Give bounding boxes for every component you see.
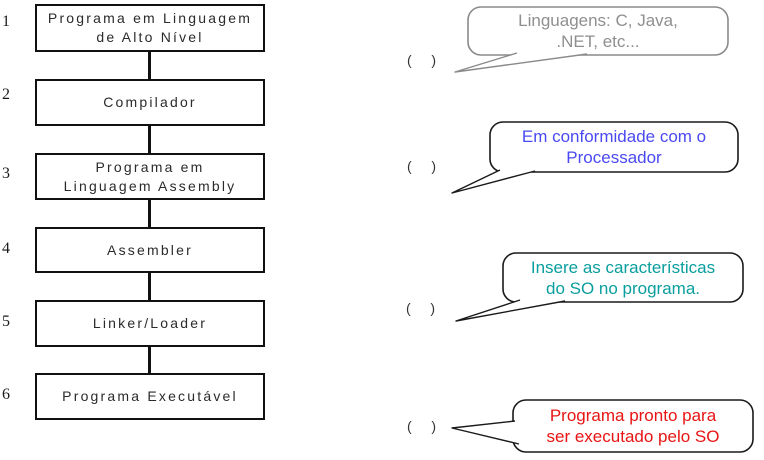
bubble-body	[502, 252, 744, 303]
bubble-tail	[454, 52, 588, 73]
flow-box-compiler: Compilador	[35, 79, 265, 126]
callout-bubble-ready-to-run	[451, 399, 754, 453]
step-number-6: 6	[2, 386, 10, 403]
flow-box-high-level-program: Programa em Linguagem de Alto Nível	[35, 4, 265, 52]
flow-box-label-line: de Alto Nível	[96, 29, 204, 45]
flow-box-label-line: Compilador	[103, 94, 197, 110]
answer-slot-3: ( )	[406, 300, 437, 316]
callout-line: Programa pronto para	[549, 406, 717, 425]
bubble-body	[467, 6, 729, 56]
callout-text-ready-to-run: Programa pronto para ser executado pelo …	[513, 400, 753, 452]
callout-line: Processador	[566, 148, 662, 167]
answer-slot-4: ( )	[407, 418, 438, 434]
step-number-2: 2	[2, 86, 10, 103]
flow-box-label-line: Assembler	[107, 241, 193, 258]
flow-box-label-line: Programa em Linguagem	[47, 10, 253, 26]
callout-line: Em conformidade com o	[521, 127, 707, 146]
flow-box-executable-program: Programa Executável	[35, 373, 265, 420]
bubble-tail	[451, 169, 536, 194]
flow-box-label-line: Linguagem Assembly	[63, 177, 237, 194]
bubble-body	[489, 121, 739, 173]
callout-line: Insere as características	[530, 257, 716, 277]
callout-line: do SO no programa.	[545, 278, 701, 298]
connector-1-2	[148, 52, 151, 79]
connector-3-4	[148, 200, 151, 227]
flow-box-label-line: Programa Executável	[62, 388, 238, 404]
bubble-tail	[451, 420, 520, 445]
step-number-3: 3	[2, 165, 10, 182]
callout-line: ser executado pelo SO	[546, 427, 720, 446]
flow-box-assembly-program: Programa em Linguagem Assembly	[35, 153, 265, 200]
flow-box-label-line: Linker/Loader	[92, 315, 208, 331]
callout-text-languages: Linguagens: C, Java, .NET, etc...	[468, 7, 728, 55]
answer-slot-2: ( )	[407, 158, 438, 174]
connector-2-3	[148, 126, 151, 153]
flow-box-linker-loader: Linker/Loader	[35, 300, 265, 347]
step-number-1: 1	[2, 13, 10, 30]
connector-5-6	[148, 347, 151, 373]
callout-bubble-processor	[451, 121, 739, 194]
answer-slot-1: ( )	[407, 52, 438, 68]
callout-text-processor: Em conformidade com o Processador	[490, 122, 738, 172]
flow-box-assembler: Assembler	[35, 227, 265, 273]
step-number-5: 5	[2, 313, 10, 330]
callout-bubble-os-characteristics	[455, 252, 744, 322]
bubble-tail	[455, 299, 566, 322]
flow-box-label-line: Programa em	[95, 158, 205, 175]
connector-4-5	[148, 273, 151, 300]
callout-text-os-characteristics: Insere as características do SO no progr…	[503, 253, 743, 302]
step-number-4: 4	[2, 240, 10, 257]
callout-bubble-languages	[454, 6, 729, 73]
callout-line: Linguagens: C, Java,	[518, 11, 678, 30]
callout-line: .NET, etc...	[556, 32, 640, 51]
